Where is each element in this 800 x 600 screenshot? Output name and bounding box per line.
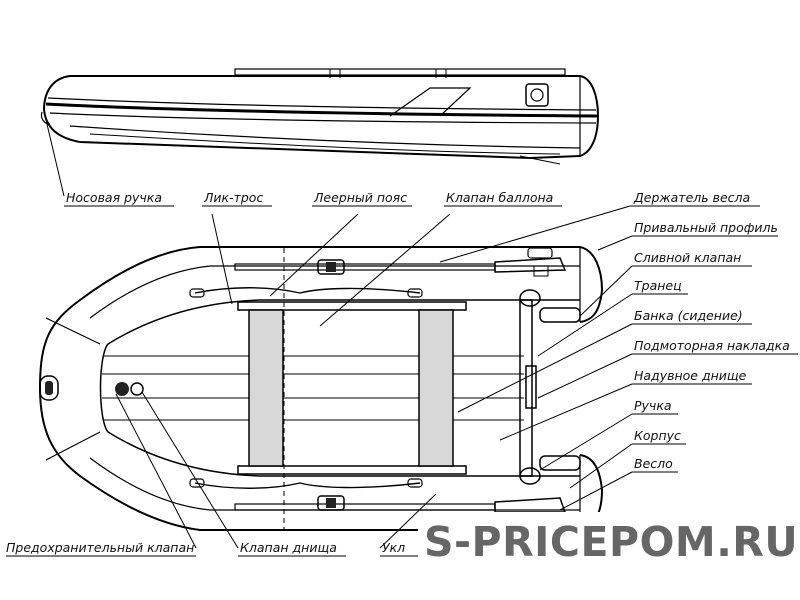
label-drain-valve: Сливной клапан — [634, 250, 741, 265]
label-oar: Весло — [634, 456, 673, 471]
label-transom: Транец — [634, 278, 682, 293]
labels: Носовая ручка Лик-трос Леерный пояс Клап… — [6, 190, 790, 555]
side-view-logo-icon — [525, 83, 549, 107]
label-hull: Корпус — [634, 428, 681, 443]
label-safety-line: Леерный пояс — [313, 190, 407, 205]
label-tube-valve: Клапан баллона — [446, 190, 553, 205]
leader-lines — [6, 119, 798, 557]
side-view — [40, 68, 600, 165]
oarlock-top-icon — [317, 259, 345, 275]
label-rub-strake: Привальный профиль — [634, 220, 778, 235]
watermark: S-PRICEPOM.RU — [418, 512, 800, 572]
bow-handle-icon — [39, 375, 59, 401]
top-view-oar-top — [234, 257, 567, 273]
label-motor-pad: Подмоторная накладка — [634, 338, 790, 353]
label-safety-valve: Предохранительный клапан — [6, 540, 194, 555]
label-oarlock: Укл — [382, 540, 405, 555]
label-inflatable-floor: Надувное днище — [634, 368, 747, 383]
watermark-text: S-PRICEPOM.RU — [424, 518, 798, 566]
oarlock-bottom-icon — [317, 495, 345, 511]
label-oar-holder: Держатель весла — [633, 190, 750, 205]
label-handle: Ручка — [634, 398, 672, 413]
label-floor-valve: Клапан днища — [240, 540, 337, 555]
label-bolt-rope: Лик-трос — [203, 190, 263, 205]
label-bench-seat: Банка (сидение) — [634, 308, 743, 323]
label-bow-handle: Носовая ручка — [66, 190, 162, 205]
top-view — [38, 246, 604, 531]
